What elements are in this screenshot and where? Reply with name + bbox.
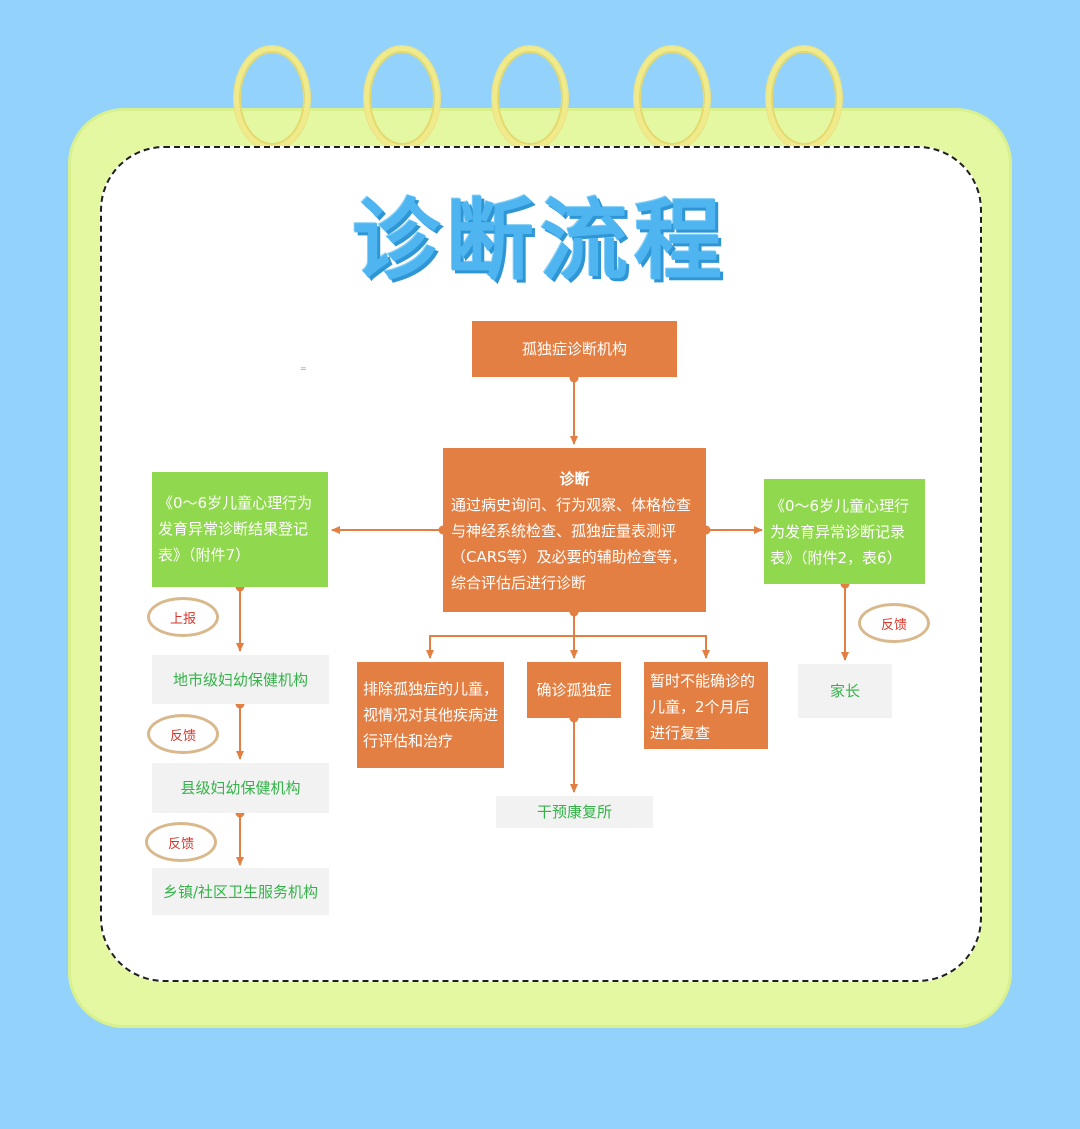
node-left-registration-form: 《0～6岁儿童心理行为发育异常诊断结果登记表》（附件7） (152, 472, 328, 587)
node-diagnosis: 诊断 通过病史询问、行为观察、体格检查与神经系统检查、孤独症量表测评（CARS等… (443, 448, 706, 612)
node-right-record-form: 《0～6岁儿童心理行为发育异常诊断记录表》（附件2，表6） (764, 479, 925, 584)
stray-mark: = (300, 364, 307, 373)
node-diagnosis-institution: 孤独症诊断机构 (472, 321, 677, 377)
node-confirmed-autism: 确诊孤独症 (527, 662, 621, 718)
label-feedback-parent: 反馈 (858, 603, 930, 643)
label-feedback: 反馈 (147, 714, 219, 754)
node-pending-recheck: 暂时不能确诊的儿童，2个月后进行复查 (644, 662, 768, 749)
node-diagnosis-title: 诊断 (559, 470, 590, 488)
node-parent: 家长 (798, 664, 892, 718)
node-exclude-autism: 排除孤独症的儿童，视情况对其他疾病进行评估和治疗 (357, 662, 504, 768)
node-intervention-rehab: 干预康复所 (496, 796, 653, 828)
node-county-mch: 县级妇幼保健机构 (152, 763, 329, 813)
node-city-mch: 地市级妇幼保健机构 (152, 655, 329, 704)
node-township-health: 乡镇/社区卫生服务机构 (152, 868, 329, 915)
page-title: 诊断流程 (351, 189, 728, 292)
label-feedback: 反馈 (145, 822, 217, 862)
label-report: 上报 (147, 597, 219, 637)
node-diagnosis-body: 通过病史询问、行为观察、体格检查与神经系统检查、孤独症量表测评（CARS等）及必… (451, 496, 692, 592)
